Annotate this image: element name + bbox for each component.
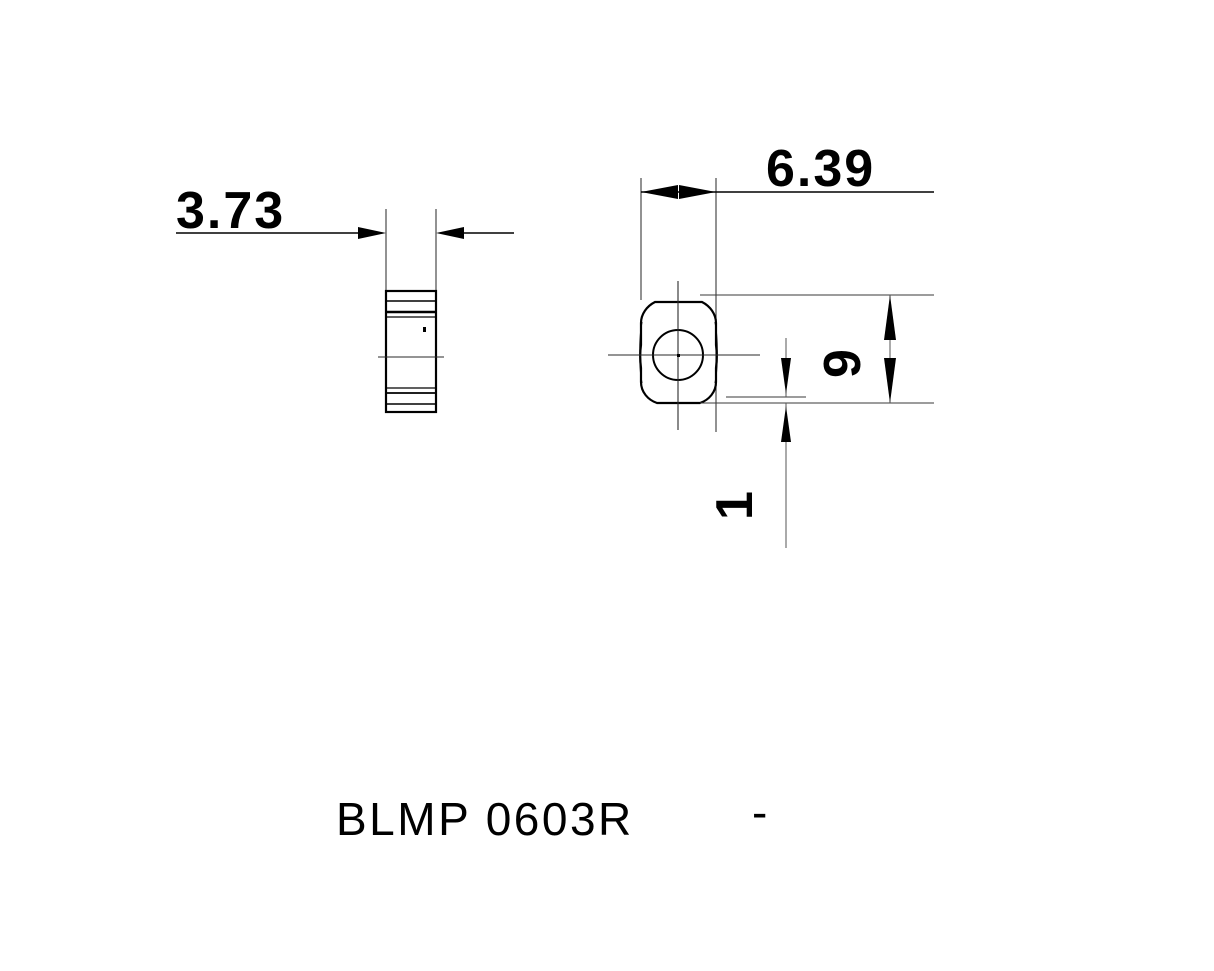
dim-3-73-value: 3.73 [176, 182, 285, 240]
dim-9-arrow-top [884, 295, 896, 340]
insert-right-flank-bow [714, 321, 718, 384]
part-designation-label: BLMP 0603R [336, 793, 634, 845]
insert-left-flank-bow [639, 321, 643, 384]
dim-1-arrow-lower [781, 406, 791, 442]
dim-6-39-arrow-right [679, 185, 716, 199]
dim-1-arrow-upper [781, 358, 791, 394]
dim-9-value: 9 [814, 347, 872, 378]
part-designation-suffix: - [752, 786, 767, 838]
dim-6-39-arrow-left [641, 185, 678, 199]
dim-3-73-arrow-right [436, 227, 464, 239]
hole-center-dot [677, 354, 680, 357]
dim-3-73-arrow-left [358, 227, 386, 239]
top-view-group: 6.39 9 [608, 140, 934, 548]
part-label-group: BLMP 0603R - [336, 786, 767, 845]
side-view-center-tick [423, 327, 426, 332]
side-view-body-outline [384, 289, 438, 414]
dim-1-value: 1 [706, 489, 764, 520]
dim-6-39-value: 6.39 [766, 140, 875, 198]
dim-9-arrow-bottom [884, 358, 896, 403]
side-view-group: 3.73 [176, 182, 514, 414]
